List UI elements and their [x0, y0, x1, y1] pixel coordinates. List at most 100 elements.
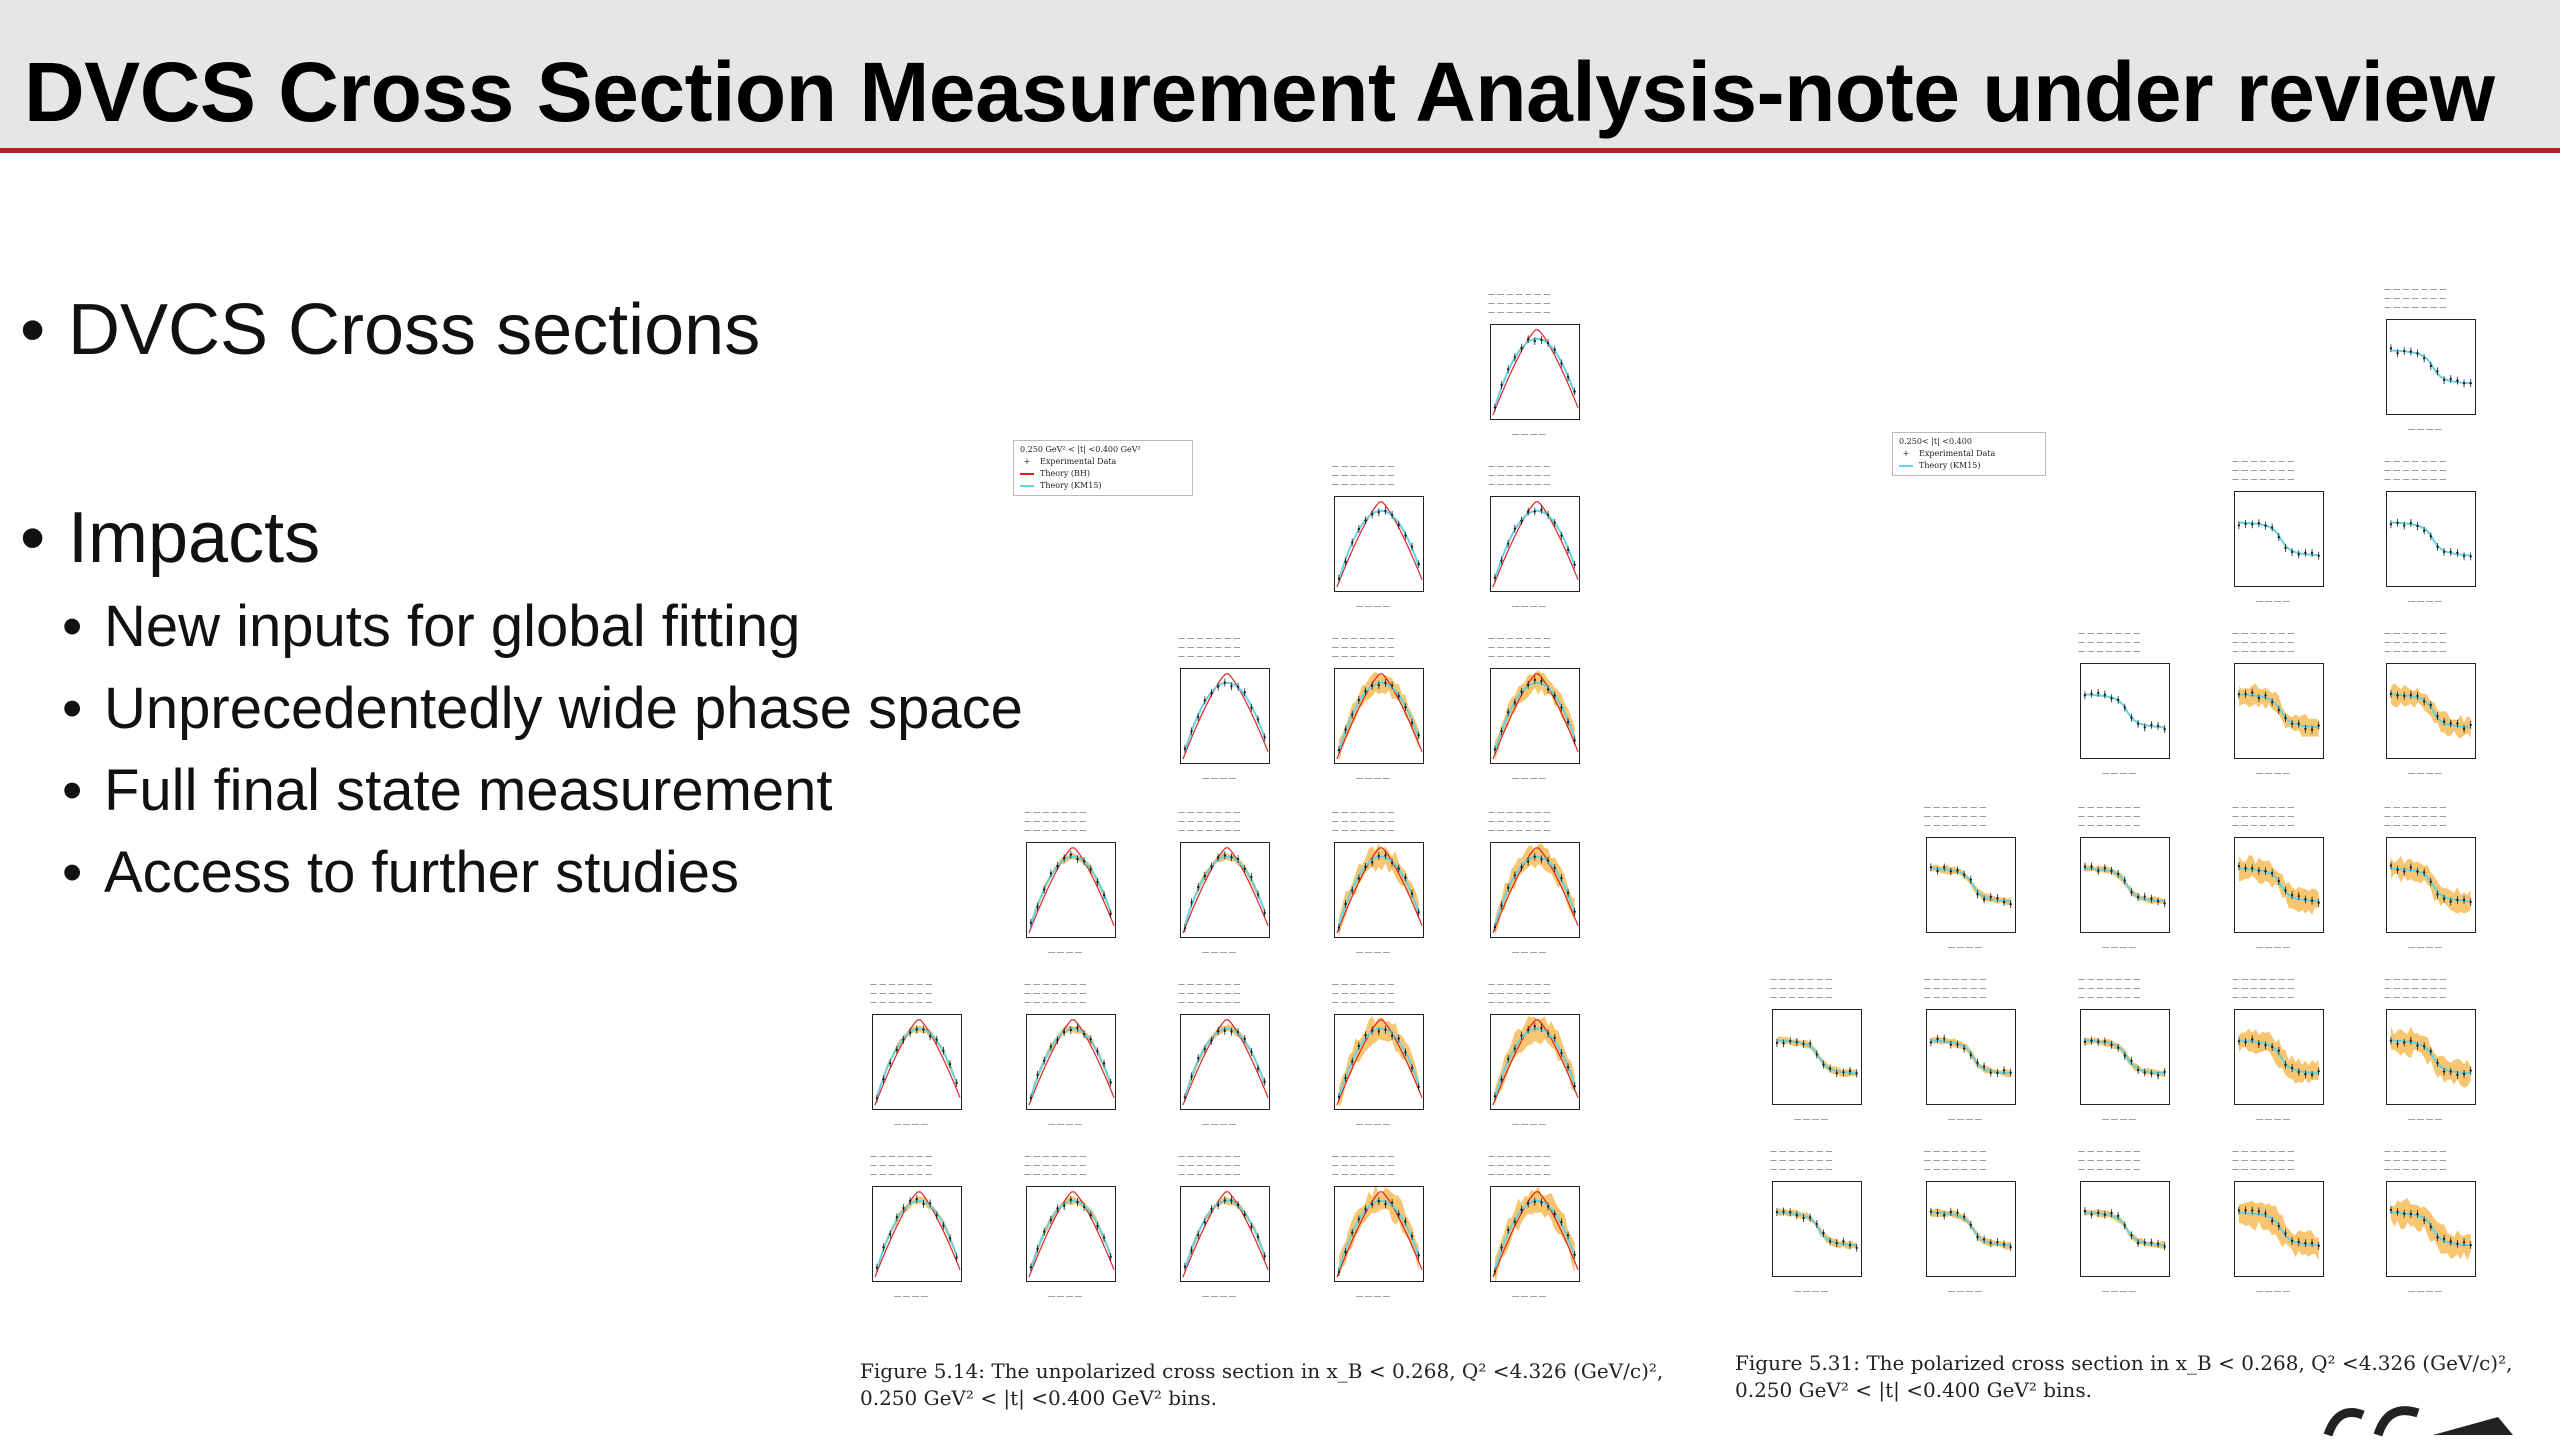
data-point	[1089, 1038, 1092, 1041]
sub-panel: — — — — — — —— — — — — — —— — — — — — ——…	[2214, 803, 2332, 951]
data-point	[2317, 554, 2320, 557]
data-point	[1560, 876, 1563, 880]
sub-panel-bin-label: — — — — — — —— — — — — — —— — — — — — —	[1178, 634, 1241, 660]
bh-theory-curve	[1492, 501, 1579, 588]
sub-panel-plot	[1026, 1014, 1116, 1110]
sub-panel: — — — — — — —— — — — — — —— — — — — — ——…	[1314, 1152, 1432, 1300]
data-point	[948, 1063, 952, 1066]
data-point	[1493, 576, 1497, 579]
data-point	[2002, 900, 2006, 904]
data-point	[1377, 511, 1380, 514]
data-point	[1049, 872, 1053, 875]
sub-panel: — — — — — — —— — — — — — —— — — — — — ——…	[1006, 808, 1124, 956]
uncertainty-band	[2238, 1028, 2319, 1084]
data-point	[2442, 897, 2446, 900]
data-point	[1069, 1198, 1072, 1201]
sub-panel: — — — — — — —— — — — — — —— — — — — — ——…	[1160, 1152, 1278, 1300]
sub-panel-bin-label: — — — — — — —— — — — — — —— — — — — — —	[1178, 1152, 1241, 1178]
data-point	[2257, 522, 2261, 525]
legend-header: 0.250 GeV² < |t| <0.400 GeV²	[1020, 445, 1141, 454]
data-point	[1089, 868, 1092, 871]
data-point	[1351, 1231, 1354, 1234]
data-point	[2270, 526, 2274, 529]
data-point	[1357, 698, 1361, 702]
data-point	[2264, 694, 2267, 697]
data-point	[1493, 1270, 1497, 1273]
bh-theory-curve	[1492, 847, 1579, 934]
data-point	[1566, 548, 1570, 552]
data-point	[1526, 338, 1530, 341]
unpolarized-figure-caption: Figure 5.14: The unpolarized cross secti…	[860, 1359, 1664, 1410]
sub-panel-plot	[1490, 1186, 1580, 1282]
sub-panel-plot	[1772, 1181, 1862, 1277]
data-point	[948, 1237, 952, 1240]
bh-theory-curve	[1028, 1019, 1115, 1106]
data-point	[1520, 519, 1523, 522]
data-point	[1573, 1253, 1576, 1256]
data-point	[2436, 1236, 2439, 1239]
data-point	[2009, 1071, 2012, 1074]
data-point	[1566, 720, 1570, 724]
data-point	[1533, 1025, 1536, 1028]
sub-panel-bin-label: — — — — — — —— — — — — — —— — — — — — —	[2384, 285, 2447, 311]
data-point	[2422, 357, 2426, 360]
sub-panel: — — — — — — —— — — — — — —— — — — — — ——…	[1314, 462, 1432, 610]
data-point	[1936, 1037, 1939, 1041]
data-point	[2416, 1212, 2419, 1216]
data-point	[2251, 523, 2254, 526]
legend-item-data: +Experimental Data	[1902, 449, 1996, 458]
data-point	[1566, 375, 1570, 379]
data-point	[2456, 1073, 2459, 1076]
data-point	[1043, 1230, 1046, 1233]
data-point	[1507, 1057, 1510, 1061]
data-point	[2257, 696, 2261, 700]
data-point	[2469, 555, 2472, 558]
sub-panel-bin-label: — — — — — — —— — — — — — —— — — — — — —	[1024, 1152, 1087, 1178]
data-point	[875, 1266, 879, 1269]
legend-header: 0.250< |t| <0.400	[1899, 437, 1972, 446]
data-point	[2442, 1070, 2446, 1073]
data-point	[1351, 1060, 1354, 1063]
data-point	[1377, 854, 1380, 858]
sub-panel-bin-label: — — — — — — —— — — — — — —— — — — — — —	[1488, 634, 1551, 660]
data-point	[2103, 1040, 2107, 1043]
sub-panel-svg	[2083, 689, 2166, 734]
sub-panel-plot	[1490, 842, 1580, 938]
sub-panel-plot	[1334, 668, 1424, 764]
sub-panel: — — — — — — —— — — — — — —— — — — — — ——…	[1906, 803, 2024, 951]
data-point	[2123, 879, 2126, 882]
data-point	[2442, 1237, 2446, 1240]
data-point	[2304, 1072, 2307, 1076]
data-point	[1404, 1220, 1407, 1223]
data-point	[2277, 535, 2280, 539]
data-point	[2163, 902, 2166, 905]
data-point	[1210, 1039, 1213, 1042]
data-point	[2244, 1041, 2247, 1044]
sub-panel-svg	[1775, 1207, 1858, 1252]
data-point	[2409, 1212, 2413, 1216]
sub-panel: — — — — — — —— — — — — — —— — — — — — ——…	[1470, 1152, 1588, 1300]
data-point	[1056, 1207, 1059, 1210]
data-point	[1344, 902, 1347, 906]
data-point	[1533, 339, 1536, 343]
data-point	[2277, 709, 2280, 712]
data-point	[1842, 1240, 1845, 1243]
data-point	[1417, 1085, 1420, 1089]
data-point	[2297, 553, 2300, 556]
data-point	[942, 1049, 945, 1052]
sub-panel: — — — — — — —— — — — — — —— — — — — — ——…	[1470, 290, 1588, 438]
sub-bullet-text: Full final state measurement	[104, 758, 833, 823]
sub-panel-bin-label: — — — — — — —— — — — — — —— — — — — — —	[2232, 1147, 2295, 1173]
sub-panel: — — — — — — —— — — — — — —— — — — — — ——…	[2060, 629, 2178, 777]
sub-panel-plot	[872, 1014, 962, 1110]
bh-theory-curve	[874, 1191, 961, 1278]
sub-panel-plot	[2080, 663, 2170, 759]
data-point	[1815, 1053, 1818, 1056]
data-point	[1417, 562, 1420, 566]
data-point	[1533, 1200, 1536, 1203]
data-point	[1190, 901, 1193, 904]
sub-panel-plot	[1334, 842, 1424, 938]
data-point	[2469, 1069, 2472, 1072]
data-point	[1109, 912, 1112, 915]
data-point	[1216, 1030, 1220, 1033]
